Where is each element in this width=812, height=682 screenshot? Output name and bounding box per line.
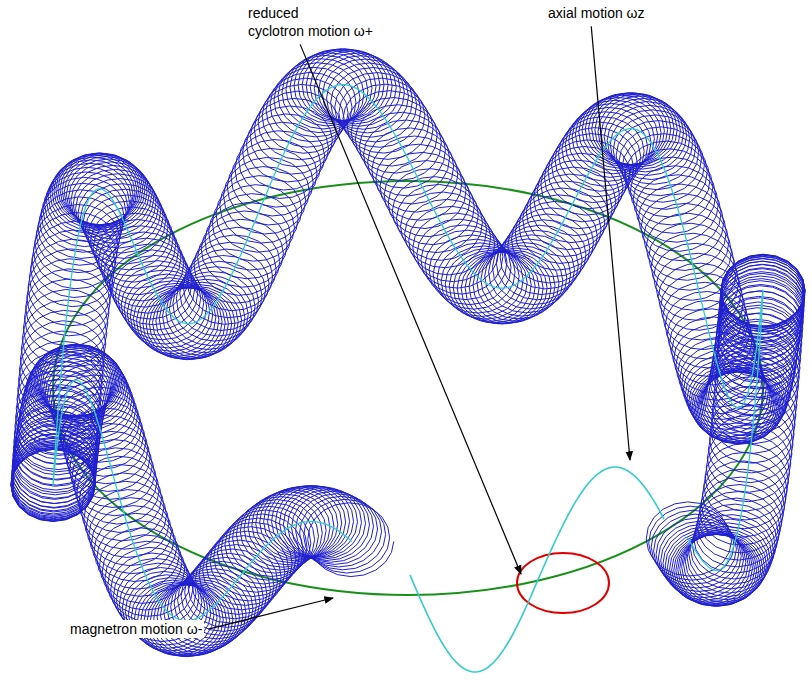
motion-label: magnetron motion ω- bbox=[68, 620, 204, 638]
leader-arrow bbox=[591, 26, 630, 460]
motion-label: reduced cyclotron motion ω+ bbox=[246, 4, 375, 40]
leader-arrow bbox=[300, 44, 521, 574]
cyclotron-slinky bbox=[11, 49, 805, 657]
cyclotron-circle bbox=[517, 553, 609, 613]
motion-label: axial motion ωz bbox=[546, 4, 647, 22]
combined-trajectory bbox=[11, 49, 805, 657]
leader-arrow bbox=[208, 598, 333, 629]
axial-wave bbox=[410, 467, 664, 672]
guiding-center bbox=[53, 85, 763, 621]
axial-wave-line bbox=[410, 467, 664, 672]
